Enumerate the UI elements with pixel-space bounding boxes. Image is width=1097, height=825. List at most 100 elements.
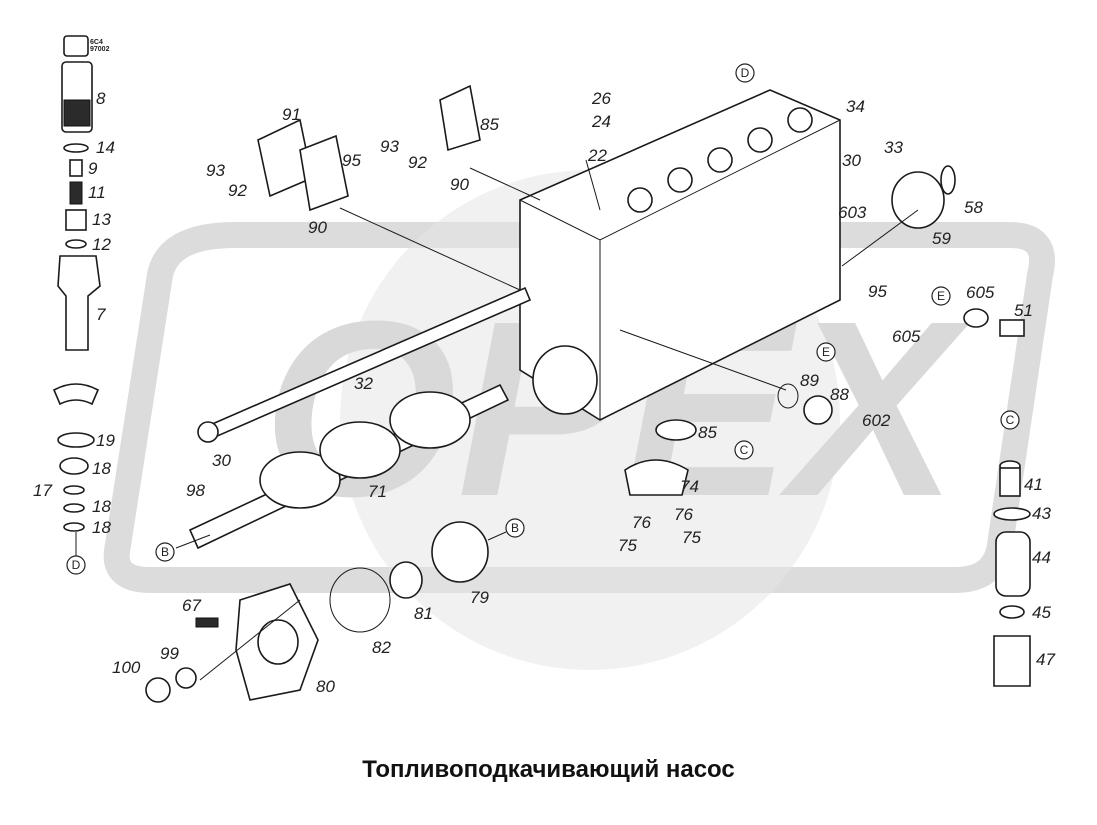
gasket-95 (299, 134, 349, 212)
thread-part (63, 99, 91, 127)
gasket-85 (439, 84, 481, 152)
spring-part (69, 181, 83, 205)
callout-8: 8 (96, 89, 106, 108)
valve-part (65, 209, 87, 231)
ref-letter-d: D (72, 558, 81, 572)
stamp-line1: 6C4 (90, 39, 103, 46)
ref-letter-d: D (741, 66, 750, 80)
callout-30: 30 (842, 151, 861, 170)
callout-18: 18 (92, 459, 111, 478)
washer-part (65, 239, 87, 249)
callout-605: 605 (966, 283, 995, 302)
callout-labels: 8 14 9 11 13 12 7 19 18 17 18 18 91 95 9… (33, 89, 1055, 696)
callout-92: 92 (228, 181, 247, 200)
callout-19: 19 (96, 431, 115, 450)
pump-housing (519, 89, 841, 421)
plug-51 (999, 319, 1025, 337)
clip-part (52, 383, 100, 406)
callout-91: 91 (282, 105, 301, 124)
callout-85: 85 (480, 115, 499, 134)
ref-letter-b: B (511, 521, 519, 535)
callout-92: 92 (408, 153, 427, 172)
ring-part (63, 522, 85, 532)
callout-45: 45 (1032, 603, 1051, 622)
callout-93: 93 (206, 161, 225, 180)
diagram-title: Топливоподкачивающий насос (362, 756, 735, 783)
cup-85 (655, 419, 697, 441)
callout-82: 82 (372, 638, 391, 657)
callout-98: 98 (186, 481, 205, 500)
callout-75: 75 (682, 528, 701, 547)
callout-51: 51 (1014, 301, 1033, 320)
bearing-79 (431, 521, 489, 583)
seal-81 (389, 561, 423, 599)
callout-85: 85 (698, 423, 717, 442)
callout-67: 67 (182, 596, 201, 615)
callout-602: 602 (862, 411, 891, 430)
stamp-line2: 97002 (90, 46, 110, 53)
callout-71: 71 (368, 482, 387, 501)
front-seal (532, 345, 598, 415)
callout-88: 88 (830, 385, 849, 404)
callout-93: 93 (380, 137, 399, 156)
callout-605: 605 (892, 327, 921, 346)
callout-9: 9 (88, 159, 98, 178)
seat-part (59, 457, 89, 475)
barrel-part (57, 255, 101, 351)
callout-603: 603 (838, 203, 867, 222)
callout-74: 74 (680, 477, 699, 496)
ring-89 (777, 383, 799, 409)
bracket-74 (624, 459, 689, 496)
callout-26: 26 (591, 89, 611, 108)
callout-79: 79 (470, 588, 489, 607)
pin-part (69, 159, 83, 177)
callout-13: 13 (92, 210, 111, 229)
cap-605 (963, 308, 989, 328)
callout-43: 43 (1032, 504, 1051, 523)
washer-99 (175, 667, 197, 689)
callout-44: 44 (1032, 548, 1051, 567)
bearing-59 (891, 171, 945, 229)
callout-76: 76 (674, 505, 693, 524)
ring-part (63, 485, 85, 495)
callout-32: 32 (354, 374, 373, 393)
callout-90: 90 (450, 175, 469, 194)
callout-17: 17 (33, 481, 52, 500)
callout-34: 34 (846, 97, 865, 116)
callout-76: 76 (632, 513, 651, 532)
injector-stack: 6C4 97002 (52, 35, 110, 556)
callout-99: 99 (160, 644, 179, 663)
nut-100 (145, 677, 171, 703)
callout-81: 81 (414, 604, 433, 623)
callout-47: 47 (1036, 650, 1055, 669)
o-ring-part (57, 432, 95, 448)
seal-88 (803, 395, 833, 425)
cap-part (63, 35, 89, 57)
callout-14: 14 (96, 138, 115, 157)
seal-ring-part (63, 143, 89, 153)
callout-33: 33 (884, 138, 903, 157)
callout-59: 59 (932, 229, 951, 248)
callout-24: 24 (591, 112, 611, 131)
callout-18: 18 (92, 518, 111, 537)
valve-stack (993, 460, 1031, 687)
callout-58: 58 (964, 198, 983, 217)
ref-letter-e: E (822, 345, 830, 359)
callout-80: 80 (316, 677, 335, 696)
ring-part (63, 503, 85, 513)
rack-end-part (197, 421, 219, 443)
callout-89: 89 (800, 371, 819, 390)
snap-ring-58 (940, 165, 956, 195)
callout-30: 30 (212, 451, 231, 470)
callout-75: 75 (618, 536, 637, 555)
ref-letter-c: C (1006, 413, 1015, 427)
ref-letter-b: B (161, 545, 169, 559)
reference-circles: D B B C C D E E (66, 63, 1020, 575)
o-ring-82 (329, 567, 391, 633)
ref-letter-e: E (937, 289, 945, 303)
callout-11: 11 (88, 183, 106, 202)
callout-12: 12 (92, 235, 111, 254)
callout-18: 18 (92, 497, 111, 516)
